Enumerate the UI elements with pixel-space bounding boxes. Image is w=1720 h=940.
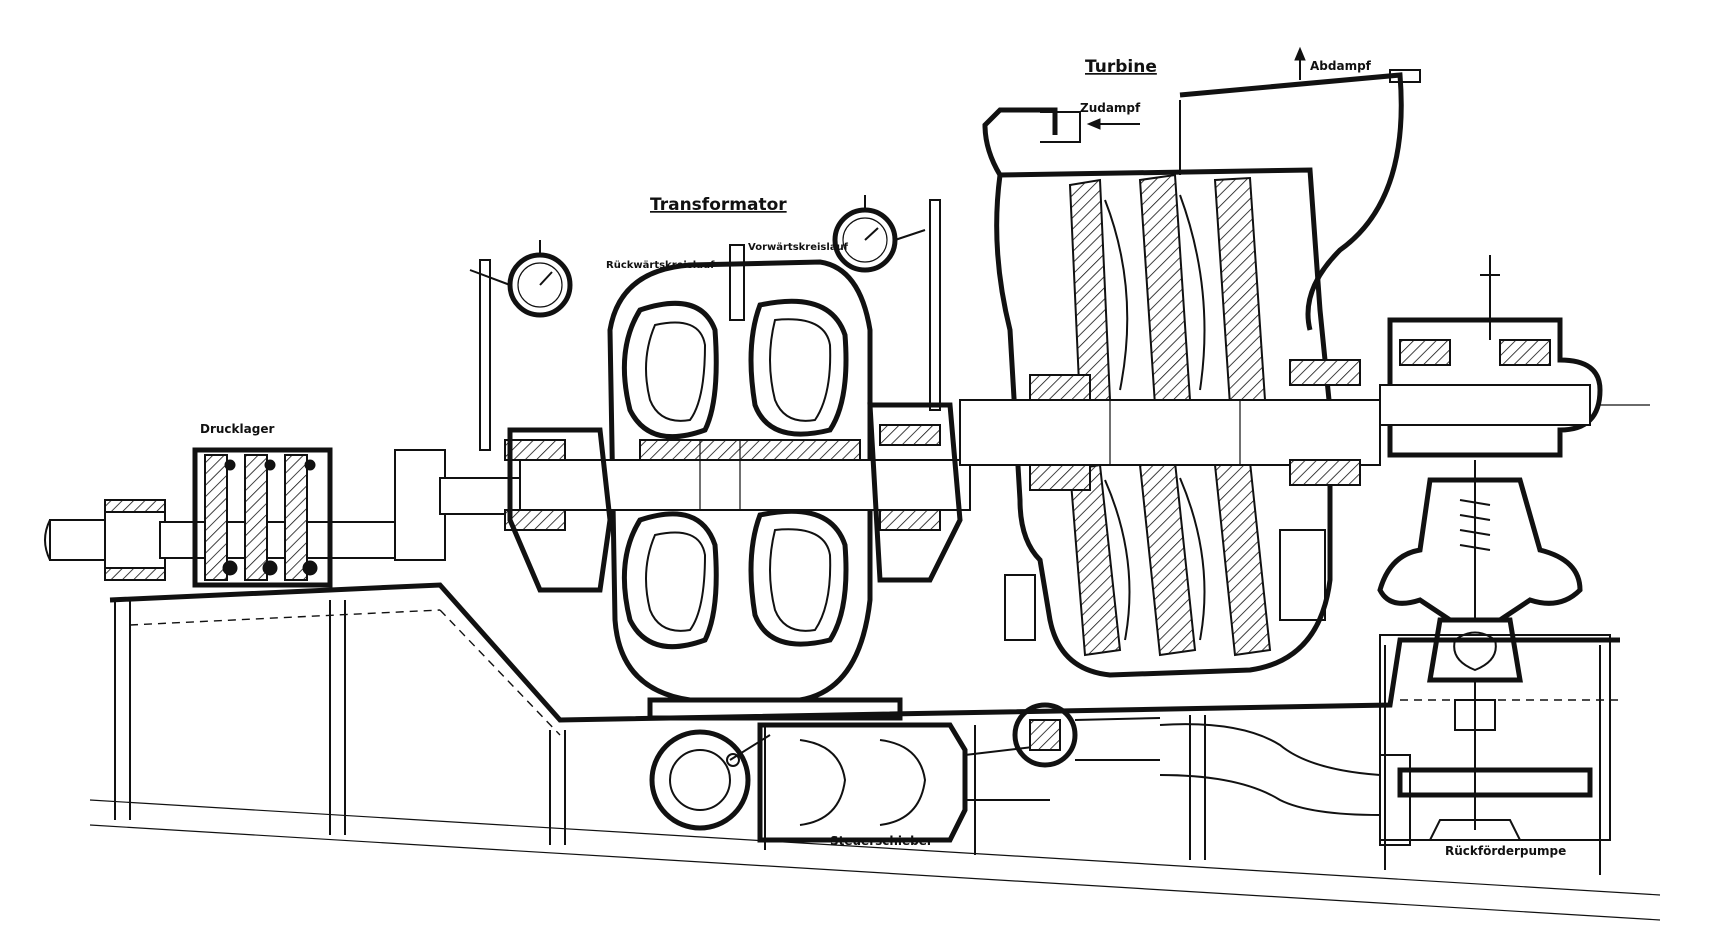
label-rueckfoerderpumpe: Rückförderpumpe: [1445, 844, 1566, 858]
abdampf-arrowhead: [1294, 46, 1306, 61]
drive-shaft: [44, 449, 521, 581]
thrust-bearing: [192, 447, 333, 588]
labels: Turbine Transformator Abdampf Zudampf Rü…: [200, 46, 1566, 858]
label-drucklager: Drucklager: [200, 422, 274, 436]
governor-housing: [1379, 255, 1650, 458]
pressure-gauge-right: [832, 195, 941, 411]
pressure-gauge-left: [469, 240, 573, 451]
transformator-casing: [504, 244, 971, 721]
zudampf-arrowhead: [1086, 118, 1101, 130]
foundation-frame: [89, 582, 1661, 921]
label-steuerschieber: Steuerschieber: [830, 834, 933, 848]
return-pump-assembly: [1377, 460, 1593, 841]
label-turbine: Turbine: [1085, 57, 1157, 77]
turbine-casing: [959, 69, 1421, 678]
control-valve-piping: [649, 702, 1411, 846]
label-rueckwaertskreislauf: Rückwärtskreislauf: [606, 260, 715, 271]
label-transformator: Transformator: [650, 195, 787, 215]
label-zudampf: Zudampf: [1080, 101, 1141, 115]
label-vorwaertskreislauf: Vorwärtskreislauf: [748, 242, 849, 253]
label-abdampf: Abdampf: [1310, 59, 1372, 73]
